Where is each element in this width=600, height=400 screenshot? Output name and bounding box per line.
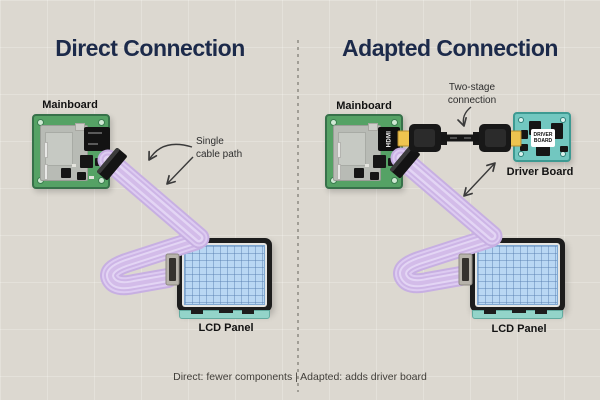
left-panel-title: Direct Connection	[55, 35, 245, 61]
strip-notch	[535, 310, 548, 314]
annotation-arrow	[148, 143, 193, 161]
lcd-screen	[477, 245, 558, 305]
lcd-screen	[184, 245, 265, 305]
chip	[77, 172, 86, 180]
left-annotation: Single cable path	[196, 136, 243, 160]
chip	[536, 146, 550, 156]
lcd-frame	[182, 243, 267, 307]
chip	[354, 168, 364, 178]
hdmi-port-text: HDMI	[386, 130, 392, 148]
left-mainboard	[32, 114, 110, 189]
module-inner	[338, 132, 366, 166]
right-panel-title: Adapted Connection	[342, 35, 558, 61]
strip-notch	[483, 310, 496, 314]
mount-hole	[98, 119, 105, 126]
right-annotation: Two-stage connection	[447, 82, 497, 106]
connector-strip	[337, 142, 341, 158]
hdmi-port: HDMI	[378, 127, 400, 151]
cpu-module	[333, 123, 381, 181]
connector-strip	[44, 164, 48, 180]
left-mainboard-label: Mainboard	[42, 99, 98, 111]
connector-strip	[44, 142, 48, 158]
mount-hole	[560, 117, 566, 123]
hdmi-connector-head-right	[479, 124, 511, 152]
smd-component	[365, 164, 369, 167]
driver-board-double-arrow	[463, 162, 496, 197]
hdmi-connector-head-left	[409, 124, 441, 152]
chip	[521, 130, 528, 139]
chip	[370, 172, 379, 180]
driver-board: DRIVER BOARD	[513, 112, 571, 162]
right-mainboard-label: Mainboard	[336, 100, 392, 112]
footer-caption: Direct: fewer components | Adapted: adds…	[173, 371, 427, 383]
left-annotation-arrows	[148, 143, 194, 185]
smd-component	[89, 176, 94, 179]
mount-hole	[391, 119, 398, 126]
strip-notch	[190, 310, 203, 314]
left-lcd-label: LCD Panel	[198, 322, 254, 334]
module-inner	[45, 132, 73, 166]
driver-board-chip-label: DRIVER BOARD	[531, 129, 555, 147]
lcd-pcb-strip	[179, 310, 270, 319]
mount-hole	[98, 177, 105, 184]
left-lcd-panel	[177, 238, 272, 319]
chip	[560, 146, 568, 152]
annotation-arrow	[166, 156, 194, 185]
hdmi-cable	[397, 124, 522, 152]
chip	[388, 158, 396, 166]
chip	[61, 168, 71, 178]
chip	[520, 144, 528, 151]
mount-hole	[518, 151, 524, 157]
module-tab	[368, 123, 378, 131]
mount-hole	[518, 117, 524, 123]
two-stage-arrow	[457, 106, 472, 127]
mount-hole	[391, 177, 398, 184]
hdmi-neck	[437, 132, 447, 145]
soc-chip	[84, 127, 110, 151]
smd-component	[72, 164, 76, 167]
strip-notch	[219, 310, 234, 313]
right-lcd-panel	[470, 238, 565, 319]
strip-notch	[512, 310, 527, 313]
right-mainboard: HDMI	[325, 114, 403, 189]
strip-notch	[242, 310, 255, 314]
driver-board-label: Driver Board	[506, 166, 574, 178]
right-lcd-label: LCD Panel	[491, 323, 547, 335]
chip	[373, 155, 386, 168]
center-divider	[297, 40, 299, 392]
hdmi-head-inner	[485, 129, 506, 147]
chip	[80, 155, 93, 168]
hdmi-head-inner	[414, 129, 435, 147]
ribbon-band-main	[390, 147, 503, 247]
ribbon-band-main	[97, 149, 210, 249]
lcd-frame	[475, 243, 560, 307]
chip	[95, 158, 103, 166]
connector-strip	[337, 164, 341, 180]
lcd-pcb-strip	[472, 310, 563, 319]
hdmi-neck	[473, 132, 483, 145]
